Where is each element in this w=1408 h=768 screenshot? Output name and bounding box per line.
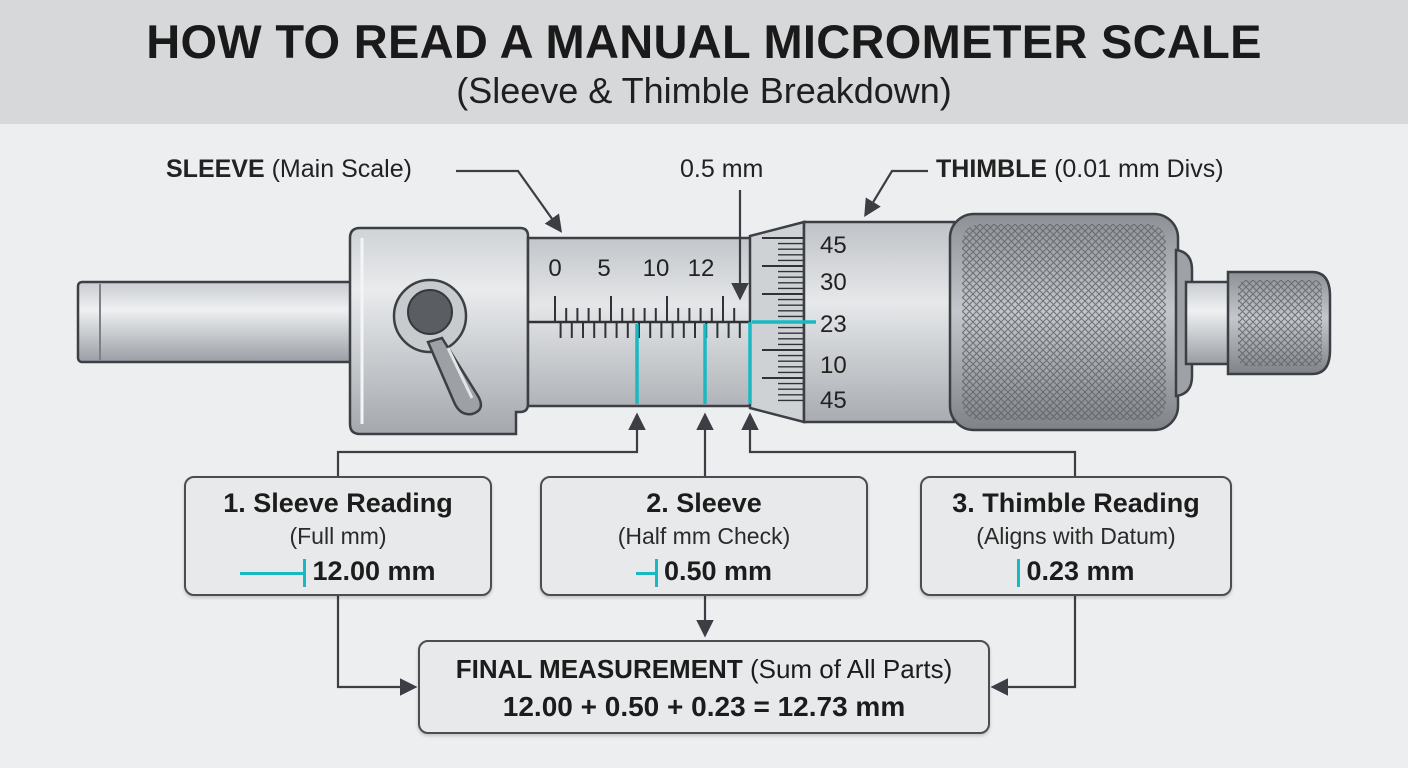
- step-value: 0.50 mm: [663, 556, 773, 586]
- page-title: HOW TO READ A MANUAL MICROMETER SCALE: [146, 15, 1262, 68]
- sleeve-scale-label: 5: [597, 255, 610, 282]
- step-subtitle: (Half mm Check): [617, 523, 791, 549]
- page-subtitle: (Sleeve & Thimble Breakdown): [456, 70, 952, 111]
- step-title: 3. Thimble Reading: [952, 488, 1200, 518]
- sleeve-callout-arrow: [456, 169, 563, 233]
- step1-arrow: [336, 412, 646, 476]
- sleeve-scale-label: 10: [643, 255, 670, 282]
- final-title: FINAL MEASUREMENT: [455, 654, 743, 684]
- marker-icon: [635, 558, 658, 587]
- sleeve-callout: SLEEVE (Main Scale): [166, 155, 412, 184]
- thimble-callout-bold: THIMBLE: [936, 155, 1048, 183]
- marker-icon: [1017, 558, 1021, 587]
- step-title: 1. Sleeve Reading: [223, 488, 453, 518]
- final-title-rest: (Sum of All Parts): [749, 654, 953, 684]
- sleeve-ticks: [554, 296, 741, 338]
- thimble-body: [802, 220, 956, 424]
- final-equation: 12.00 + 0.50 + 0.23 = 12.73 mm: [502, 691, 906, 722]
- step1-to-final-arrow: [336, 596, 418, 696]
- step-subtitle: (Aligns with Datum): [976, 523, 1176, 549]
- thimble-callout-rest: (0.01 mm Divs): [1054, 155, 1224, 183]
- step3-arrow: [741, 412, 1077, 476]
- sleeve-callout-rest: (Main Scale): [271, 155, 412, 183]
- step3-to-final-arrow: [990, 596, 1077, 696]
- step-box-sleeve-reading: 1. Sleeve Reading (Full mm) 12.00 mm: [184, 476, 492, 596]
- lock-lever-icon: [392, 278, 483, 416]
- thimble-labels: 45 30 23 10 45: [820, 232, 847, 414]
- step-value: 0.23 mm: [1026, 556, 1135, 586]
- thimble-scale-label: 45: [820, 232, 847, 259]
- step-value: 12.00 mm: [312, 556, 436, 586]
- step-box-thimble-reading: 3. Thimble Reading (Aligns with Datum) 0…: [920, 476, 1232, 596]
- spindle: [76, 280, 360, 364]
- header-band: HOW TO READ A MANUAL MICROMETER SCALE (S…: [0, 0, 1408, 124]
- thimble-scale-label: 45: [820, 387, 847, 414]
- sleeve-scale-label: 0: [548, 255, 561, 282]
- thimble-scale-label: 23: [820, 311, 847, 338]
- marker-icon: [240, 558, 307, 587]
- sleeve-labels: 0 5 10 12: [548, 255, 714, 282]
- final-measurement-box: FINAL MEASUREMENT (Sum of All Parts) 12.…: [418, 640, 990, 734]
- thimble-callout: THIMBLE (0.01 mm Divs): [936, 155, 1224, 184]
- sleeve-scale-label: 12: [688, 255, 715, 282]
- step-title: 2. Sleeve: [646, 488, 762, 518]
- reading-markers: [635, 320, 816, 404]
- thimble-scale-label: 30: [820, 269, 847, 296]
- thimble-scale-label: 10: [820, 352, 847, 379]
- half-mm-callout: 0.5 mm: [680, 155, 764, 183]
- step-subtitle: (Full mm): [289, 523, 387, 549]
- thimble-callout-arrow: [864, 169, 928, 218]
- step-box-sleeve-half: 2. Sleeve (Half mm Check) 0.50 mm: [540, 476, 868, 596]
- sleeve-callout-bold: SLEEVE: [166, 155, 265, 183]
